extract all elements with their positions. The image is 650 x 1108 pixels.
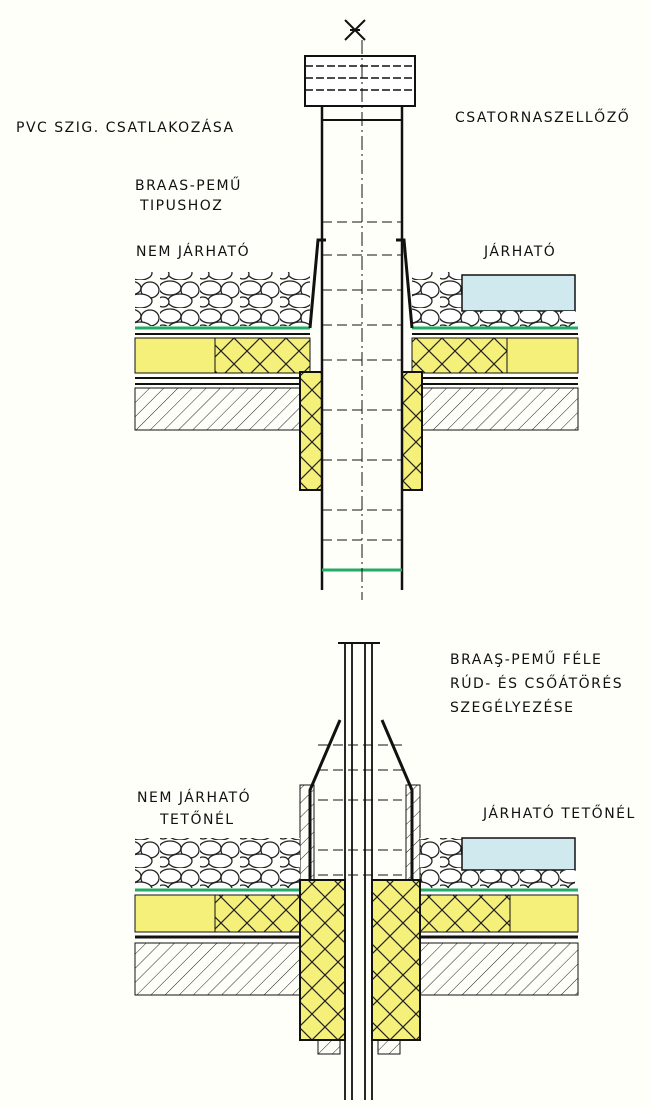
vent-arrow-icon bbox=[344, 19, 366, 41]
vent-pipe bbox=[320, 40, 404, 600]
bottom-right-roof-label: JÁRHATÓ TETŐNÉL bbox=[483, 806, 636, 822]
gravel-layer-top bbox=[135, 272, 462, 326]
insulation-top bbox=[134, 337, 579, 374]
top-left-roof-label: NEM JÁRHATÓ bbox=[136, 244, 251, 260]
bottom-section bbox=[134, 642, 579, 1100]
concrete-slab-bottom bbox=[134, 942, 579, 996]
vent-cap bbox=[304, 55, 416, 107]
concrete-slab-top bbox=[134, 387, 579, 431]
vapour-barrier-top bbox=[135, 377, 578, 385]
top-title-left: PVC SZIG. CSATLAKOZÁSA bbox=[16, 120, 235, 136]
flashing-top bbox=[308, 238, 414, 329]
cone-flashing bbox=[299, 719, 421, 881]
rod bbox=[338, 642, 380, 1100]
type-line2: TIPUSHOZ bbox=[140, 198, 224, 214]
bottom-title-line1: BRAAŞ-PEMŰ FÉLE bbox=[450, 652, 603, 668]
type-line1: BRAAS-PEMŰ bbox=[135, 178, 242, 194]
sleeve-bottom bbox=[299, 879, 421, 1055]
gravel-layer-bottom bbox=[135, 838, 462, 888]
top-section bbox=[134, 19, 579, 600]
bottom-title-line2: RÚD- ÉS CSŐÁTÖRÉS bbox=[450, 676, 624, 692]
walkable-tiles-top bbox=[461, 274, 576, 327]
insulation-bottom bbox=[134, 894, 579, 933]
top-title-right: CSATORNASZELLŐZŐ bbox=[455, 110, 631, 126]
bottom-left-line2: TETŐNÉL bbox=[160, 812, 235, 828]
bottom-left-line1: NEM JÁRHATÓ bbox=[137, 790, 252, 806]
bottom-title-line3: SZEGÉLYEZÉSE bbox=[450, 700, 575, 716]
sleeve-top bbox=[299, 371, 423, 491]
walkable-tiles-bottom bbox=[461, 837, 576, 888]
top-right-roof-label: JÁRHATÓ bbox=[484, 244, 557, 260]
